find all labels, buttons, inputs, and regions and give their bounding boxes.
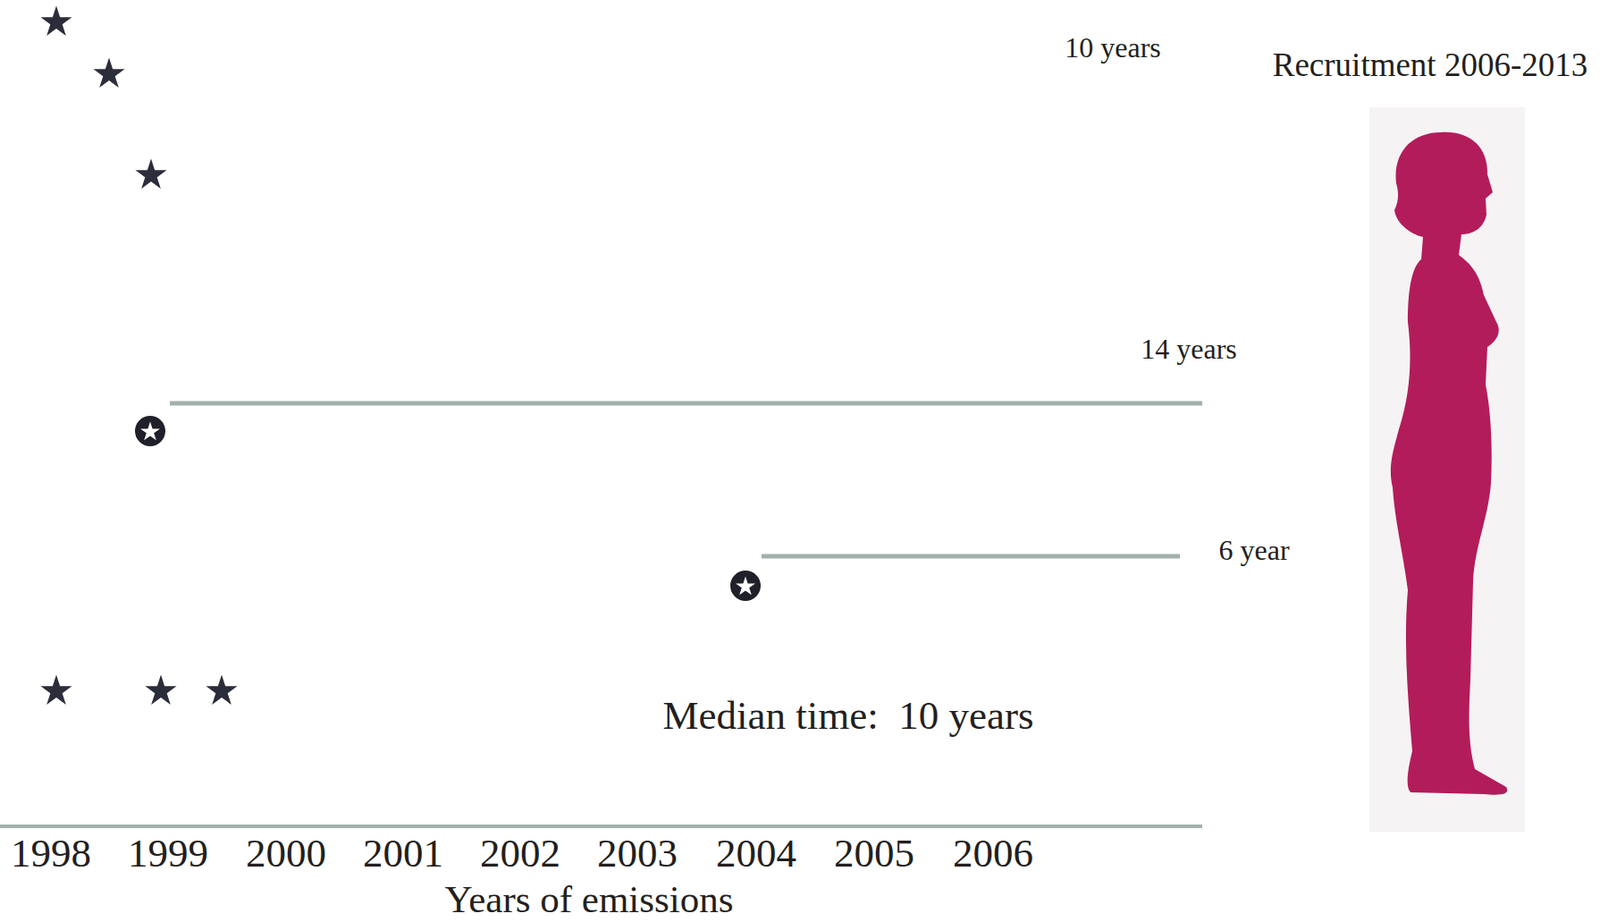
year-label: 2003 <box>597 833 678 874</box>
time-axis <box>0 824 1203 828</box>
marker-star <box>735 575 756 595</box>
duration-label: 10 years <box>1064 33 1162 62</box>
follow-up-line <box>761 554 1180 559</box>
year-label: 2005 <box>833 833 915 874</box>
woman-silhouette <box>1390 132 1508 795</box>
duration-label: 6 year <box>1218 535 1289 565</box>
duration-label: 14 years <box>1140 334 1238 363</box>
marker-star <box>140 421 160 440</box>
figure-caption: Recruitment 2006-2013 <box>1272 48 1588 82</box>
summary-label: Median time: 10 years <box>663 695 1035 736</box>
year-label: 1999 <box>127 833 209 874</box>
star-marker <box>145 674 177 705</box>
year-label: 1998 <box>10 833 92 874</box>
star-marker <box>206 674 238 705</box>
year-label: 2001 <box>362 833 444 874</box>
marker-circle <box>134 415 166 447</box>
star-marker <box>41 674 73 705</box>
year-label: 2004 <box>715 833 797 874</box>
axis-title: Years of emissions <box>445 879 734 918</box>
circled-star-marker <box>730 570 761 601</box>
star-marker <box>135 159 168 189</box>
figure-panel <box>1369 107 1525 832</box>
follow-up-line <box>169 401 1203 406</box>
circled-star-marker <box>134 415 166 447</box>
marker-circle <box>730 570 761 601</box>
year-label: 2000 <box>245 833 327 874</box>
year-label: 2002 <box>480 833 561 874</box>
star-marker <box>93 58 126 88</box>
year-label: 2006 <box>952 833 1034 874</box>
star-marker <box>41 6 73 36</box>
